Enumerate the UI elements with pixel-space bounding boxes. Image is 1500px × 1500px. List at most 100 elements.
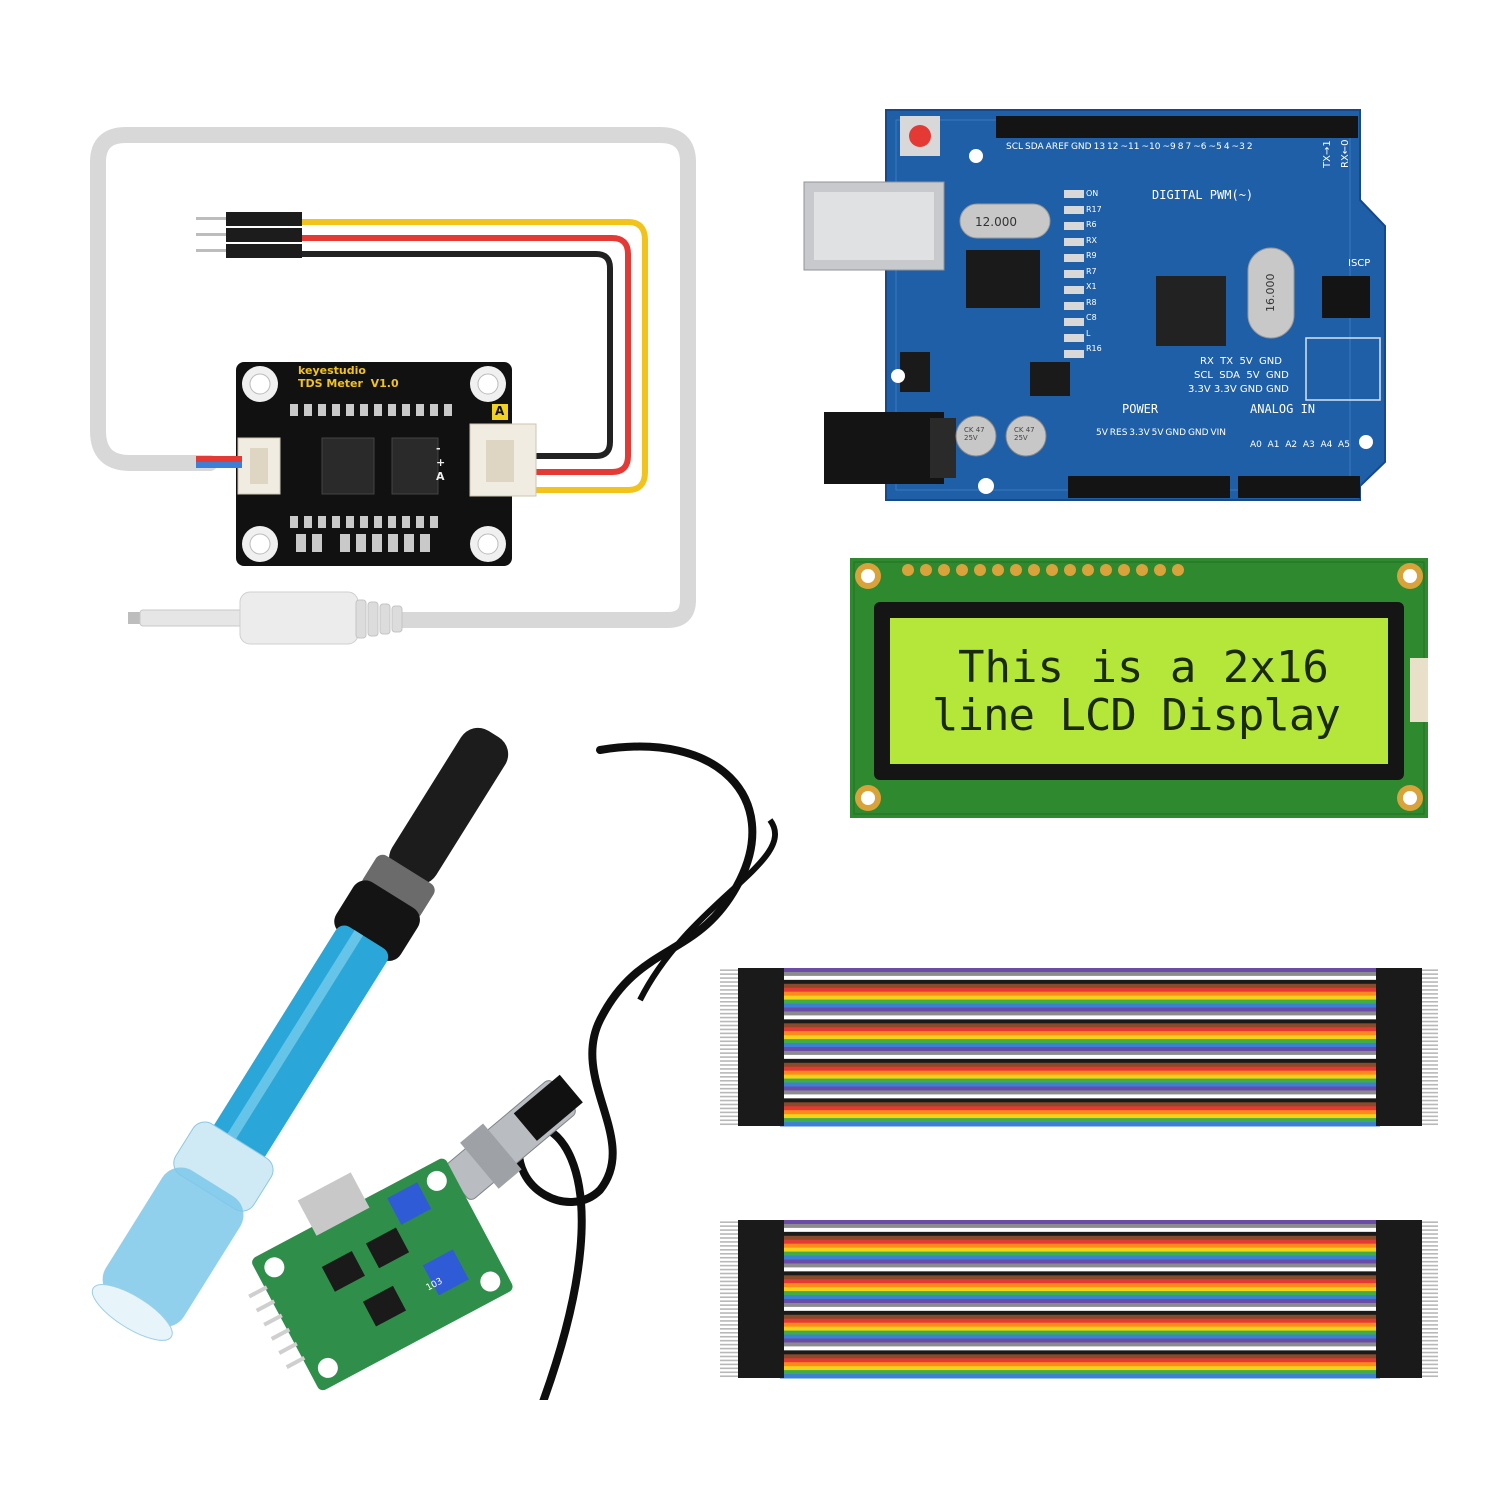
jumper-pin [720,1312,740,1314]
jumper-wire [780,999,1380,1005]
jumper-pin [720,1079,740,1082]
jumper-pin [1418,1280,1438,1283]
jumper-pin [1418,1008,1438,1011]
jumper-housing-left [738,1220,784,1378]
jumper-pin [720,1107,740,1110]
jumper-wire [780,1322,1380,1328]
component-label: R8 [1086,297,1097,307]
jumper-pin [720,973,740,975]
top-pin-label: SDA [1025,142,1044,152]
jumper-pin [1418,1123,1438,1126]
jumper-wire [780,979,1380,985]
tds-wire-black [300,251,613,459]
top-pin-label: AREF [1045,142,1069,152]
component-label: R9 [1086,251,1097,260]
jumper-pin [1418,993,1438,995]
analog-pin-label: A0 [1250,440,1262,450]
tds-name-label: TDS Meter V1.0 [298,377,399,390]
jumper-pin [1418,1233,1438,1235]
tds-dupont-connector [196,212,302,258]
jumper-wire [780,1058,1380,1064]
arduino-board-illustration [803,109,1386,501]
jumper-pin [720,1304,740,1306]
jumper-wire [780,1047,1380,1052]
power-pin-label: GND [1187,428,1209,438]
jumper-pin [1418,1119,1438,1122]
jumper-pin [1418,969,1438,971]
analog-pin-label: A3 [1302,440,1315,450]
jumper-pin [1418,1000,1438,1003]
jumper-wire [780,1366,1380,1371]
jumper-pin [720,989,740,991]
jumper-pin [1418,977,1438,979]
jumper-pin [720,1292,740,1295]
jumper-pin [1418,1328,1438,1330]
jumper-wire [780,1062,1380,1068]
top-pin-label: ~10 [1141,142,1161,152]
jumper-pin [720,1012,740,1015]
jumper-wire [780,1346,1380,1351]
jumper-pin [1418,1272,1438,1275]
analog-pin-label: A4 [1320,440,1333,450]
jumper-pin [1418,1367,1438,1370]
arduino-analog-label: ANALOG IN [1250,402,1316,416]
jumper-pin [720,1371,740,1374]
jumper-wire [780,1039,1380,1044]
jumper-pin [720,1060,740,1062]
jumper-pin [1418,1256,1438,1259]
jumper-pin [1418,1359,1438,1362]
arduino-icsp-label: ISCP [1348,258,1371,269]
power-pin-label: RES [1109,428,1128,438]
jumper-pin [1418,1076,1438,1078]
jumper-pin [1418,1320,1438,1322]
jumper-wire [780,1255,1380,1260]
component-label: L [1086,328,1091,338]
jumper-pin [1418,1012,1438,1015]
jumper-wire [780,1247,1380,1253]
tds-brand-label: keyestudio [298,364,366,377]
jumper-pin [1418,1099,1438,1102]
jumper-wire [780,991,1380,997]
ph-probe-illustration [91,727,779,1414]
jumper-pin [1418,1355,1438,1358]
component-label: R17 [1086,204,1102,214]
jumper-wire [780,1243,1380,1249]
jumper-pin [720,1367,740,1370]
jumper-pin [720,1237,740,1239]
jumper-pin [1418,997,1438,999]
jumper-pin [720,1347,740,1350]
jumper-pin [720,981,740,983]
arduino-crystal-big: 16.000 [1264,273,1277,313]
jumper-pin [720,1300,740,1302]
jumper-wire [780,1220,1380,1225]
jumper-wire [780,1271,1380,1276]
jumper-pin [720,1245,740,1247]
jumper-pin [1418,1371,1438,1374]
jumper-pin [720,1083,740,1086]
arduino-uno-board: DIGITAL PWM(~) TX→1 RX←0 12.000 16.000 I… [800,100,1400,510]
lcd-1602-module: This is a 2x16 line LCD Display [850,558,1428,818]
jumper-pin [1418,1288,1438,1291]
tds-pin-a: A [436,470,445,483]
jumper-pin [1418,1079,1438,1082]
jumper-wire [780,1082,1380,1087]
jumper-wire [780,1314,1380,1320]
jumper-wire [780,1338,1380,1343]
jumper-pin [720,1328,740,1330]
tds-pin-plus: + [436,456,446,469]
jumper-pin [1418,1304,1438,1306]
jumper-wire [780,1090,1380,1095]
jumper-pin [720,1044,740,1047]
jumper-wire [780,1310,1380,1316]
jumper-pin [1418,1048,1438,1050]
jumper-pin [1418,1339,1438,1342]
jumper-wire [780,1263,1380,1268]
jumper-pin [720,1040,740,1043]
power-pin-label: GND [1165,428,1187,438]
jumper-wire [780,968,1380,973]
top-pin-label: ~3 [1231,142,1245,152]
power-pin-label: VIN [1210,428,1226,438]
arduino-digital-label: DIGITAL PWM(~) [1152,188,1254,202]
jumper-wire [780,1267,1380,1272]
jumper-pin [720,1091,740,1094]
